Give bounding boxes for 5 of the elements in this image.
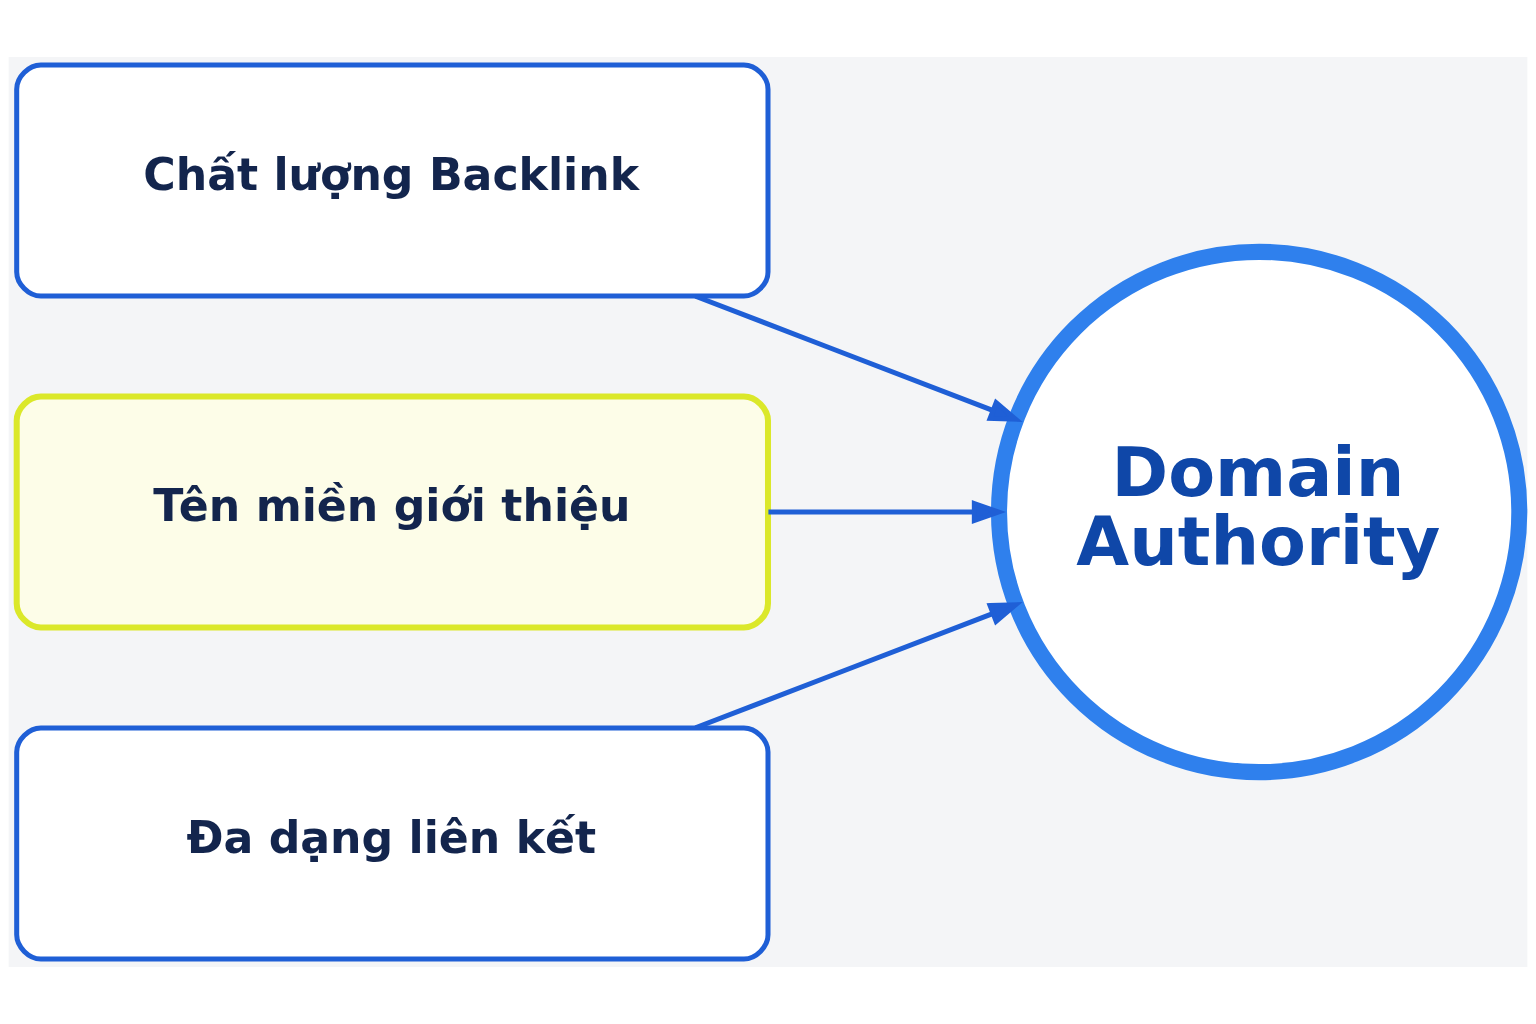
node-box: Đa dạng liên kết: [14, 725, 771, 962]
node-box: Tên miền giới thiệu: [13, 393, 771, 631]
node-box: Chất lượng Backlink: [14, 62, 771, 299]
arrow: [768, 500, 1007, 524]
node-circle: Domain Authority: [991, 243, 1528, 781]
